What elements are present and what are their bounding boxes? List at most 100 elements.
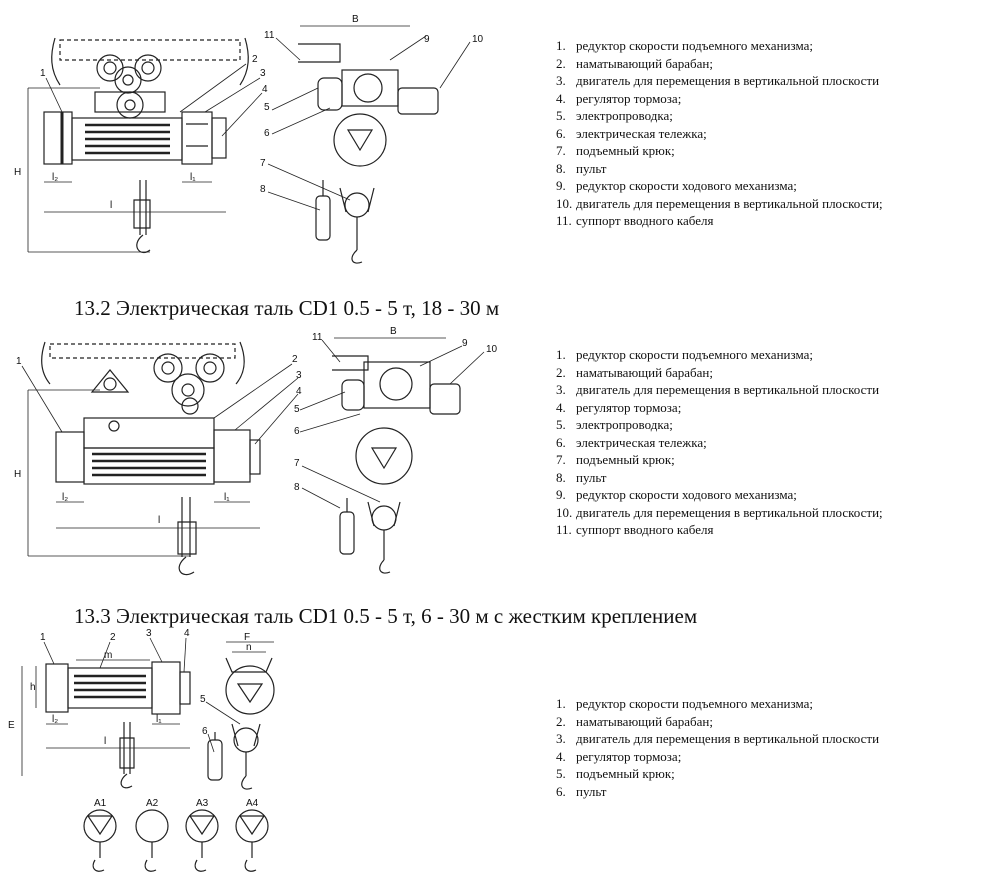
legend-item-1-4: 4.регулятор тормоза; bbox=[556, 90, 682, 106]
dim-l2-1: l₂ bbox=[52, 172, 58, 183]
hoist-body-3 bbox=[45, 661, 191, 715]
dimensions-3 bbox=[21, 641, 274, 776]
legend-item-2-3: 3.двигатель для перемещения в вертикальн… bbox=[556, 382, 880, 397]
callout-1-8: 8 bbox=[260, 184, 266, 195]
variant-a1 bbox=[83, 809, 117, 872]
legend-item-1-9: 9.редуктор скорости ходового механизма; bbox=[556, 178, 797, 193]
pendant-2 bbox=[339, 498, 355, 555]
callout-1-6: 6 bbox=[264, 128, 270, 139]
hoist-body-2 bbox=[55, 417, 261, 485]
variant-label-a3: A3 bbox=[196, 798, 209, 809]
dim-h-3: h bbox=[30, 682, 36, 693]
dim-l2-2: l₂ bbox=[62, 492, 68, 503]
callout-1-5: 5 bbox=[264, 102, 270, 113]
callout-2-7: 7 bbox=[294, 458, 300, 469]
dimensions-1 bbox=[27, 25, 410, 253]
dimensions-2 bbox=[27, 337, 446, 557]
trolley-wheels-2 bbox=[90, 353, 225, 415]
callout-leaders-3 bbox=[43, 637, 241, 753]
legend-item-2-9: 9.редуктор скорости ходового механизма; bbox=[556, 487, 797, 502]
legend-item-2-8: 8.пульт bbox=[556, 469, 607, 485]
dim-m-3: m bbox=[104, 650, 112, 661]
legend-item-2-5: 5.электропроводка; bbox=[556, 417, 673, 432]
legend-item-2-10: 10.двигатель для перемещения в вертикаль… bbox=[556, 504, 883, 520]
legend-item-1-6: 6.электрическая тележка; bbox=[556, 125, 707, 141]
pendant-1 bbox=[315, 180, 331, 241]
variant-label-a4: A4 bbox=[246, 798, 259, 809]
callout-1-10: 10 bbox=[472, 34, 484, 45]
legend-item-2-6: 6.электрическая тележка; bbox=[556, 434, 707, 450]
hook-1 bbox=[133, 180, 151, 254]
callout-2-11: 11 bbox=[312, 332, 323, 343]
callout-3-5: 5 bbox=[200, 694, 206, 705]
legend-item-2-4: 4.регулятор тормоза; bbox=[556, 399, 682, 415]
legend-item-2-11: 11.суппорт вводного кабеля bbox=[556, 522, 714, 537]
callout-2-10: 10 bbox=[486, 344, 498, 355]
legend-item-1-2: 2.наматывающий барабан; bbox=[556, 55, 713, 71]
callout-2-4: 4 bbox=[296, 386, 302, 397]
dim-E-3: E bbox=[8, 720, 15, 731]
dim-l1-1: l₁ bbox=[190, 172, 196, 183]
callout-2-1: 1 bbox=[16, 356, 22, 367]
callout-leaders-2 bbox=[21, 339, 485, 509]
legend-item-3-2: 2.наматывающий барабан; bbox=[556, 713, 713, 729]
legend-item-1-7: 7.подъемный крюк; bbox=[556, 143, 675, 158]
trolley-side-view-2 bbox=[332, 355, 461, 485]
callout-3-2: 2 bbox=[110, 632, 116, 643]
variant-label-a2: A2 bbox=[146, 798, 159, 809]
hook-side-1 bbox=[339, 187, 375, 264]
callout-1-7: 7 bbox=[260, 158, 266, 169]
hook-side-2 bbox=[367, 501, 401, 574]
callout-leaders-1 bbox=[45, 35, 471, 211]
callout-1-9: 9 bbox=[424, 34, 430, 45]
dim-l-1: l bbox=[110, 200, 112, 211]
dim-B-2: B bbox=[390, 326, 397, 337]
legend-item-1-3: 3.двигатель для перемещения в вертикальн… bbox=[556, 73, 880, 88]
legend-item-3-6: 6.пульт bbox=[556, 783, 607, 799]
callout-1-1: 1 bbox=[40, 68, 46, 79]
dim-H-1: H bbox=[14, 167, 21, 178]
callout-2-9: 9 bbox=[462, 338, 468, 349]
legend-item-1-11: 11.суппорт вводного кабеля bbox=[556, 213, 714, 228]
callout-2-8: 8 bbox=[294, 482, 300, 493]
callout-3-4: 4 bbox=[184, 628, 190, 639]
callout-3-6: 6 bbox=[202, 726, 208, 737]
hoist-drawing-2: H l l₁ l₂ B 1 2 3 4 5 6 7 8 9 10 11 bbox=[0, 322, 520, 584]
callout-2-5: 5 bbox=[294, 404, 300, 415]
dim-l-3: l bbox=[104, 736, 106, 747]
legend-item-2-7: 7.подъемный крюк; bbox=[556, 452, 675, 467]
hook-3 bbox=[119, 722, 135, 789]
callout-1-2: 2 bbox=[252, 54, 258, 65]
section-title-3: 13.3 Электрическая таль CD1 0.5 - 5 т, 6… bbox=[74, 604, 698, 628]
section-title-2: 13.2 Электрическая таль CD1 0.5 - 5 т, 1… bbox=[74, 296, 500, 320]
dim-l2-3: l₂ bbox=[52, 714, 58, 725]
dim-l1-3: l₁ bbox=[156, 714, 162, 725]
callout-1-4: 4 bbox=[262, 84, 268, 95]
dim-l-2: l bbox=[158, 515, 160, 526]
frame-side-view-3 bbox=[225, 657, 275, 715]
legend-item-1-5: 5.электропроводка; bbox=[556, 108, 673, 123]
dim-l1-2: l₁ bbox=[224, 492, 230, 503]
callout-3-1: 1 bbox=[40, 632, 46, 643]
dim-n-3: n bbox=[246, 642, 252, 653]
trolley-wheels-1 bbox=[94, 54, 166, 119]
legend-item-2-1: 1.редуктор скорости подъемного механизма… bbox=[556, 347, 813, 362]
variant-a3 bbox=[185, 809, 219, 872]
pendant-3 bbox=[207, 732, 223, 781]
hook-side-3 bbox=[231, 723, 261, 790]
variant-label-a1: A1 bbox=[94, 798, 107, 809]
legend-1: 1.редуктор скорости подъемного механизма… bbox=[556, 37, 883, 230]
legend-item-3-5: 5.подъемный крюк; bbox=[556, 766, 675, 781]
legend-2: 1.редуктор скорости подъемного механизма… bbox=[556, 346, 883, 539]
legend-item-3-1: 1.редуктор скорости подъемного механизма… bbox=[556, 696, 813, 711]
legend-item-2-2: 2.наматывающий барабан; bbox=[556, 364, 713, 380]
legend-item-3-4: 4.регулятор тормоза; bbox=[556, 748, 682, 764]
callout-2-6: 6 bbox=[294, 426, 300, 437]
hoist-body-1 bbox=[43, 111, 227, 165]
callout-1-3: 3 bbox=[260, 68, 266, 79]
legend-item-3-3: 3.двигатель для перемещения в вертикальн… bbox=[556, 731, 880, 746]
legend-item-1-1: 1.редуктор скорости подъемного механизма… bbox=[556, 38, 813, 53]
callout-2-3: 3 bbox=[296, 370, 302, 381]
legend-item-1-10: 10.двигатель для перемещения в вертикаль… bbox=[556, 195, 883, 211]
dim-F-3: F bbox=[244, 632, 250, 643]
